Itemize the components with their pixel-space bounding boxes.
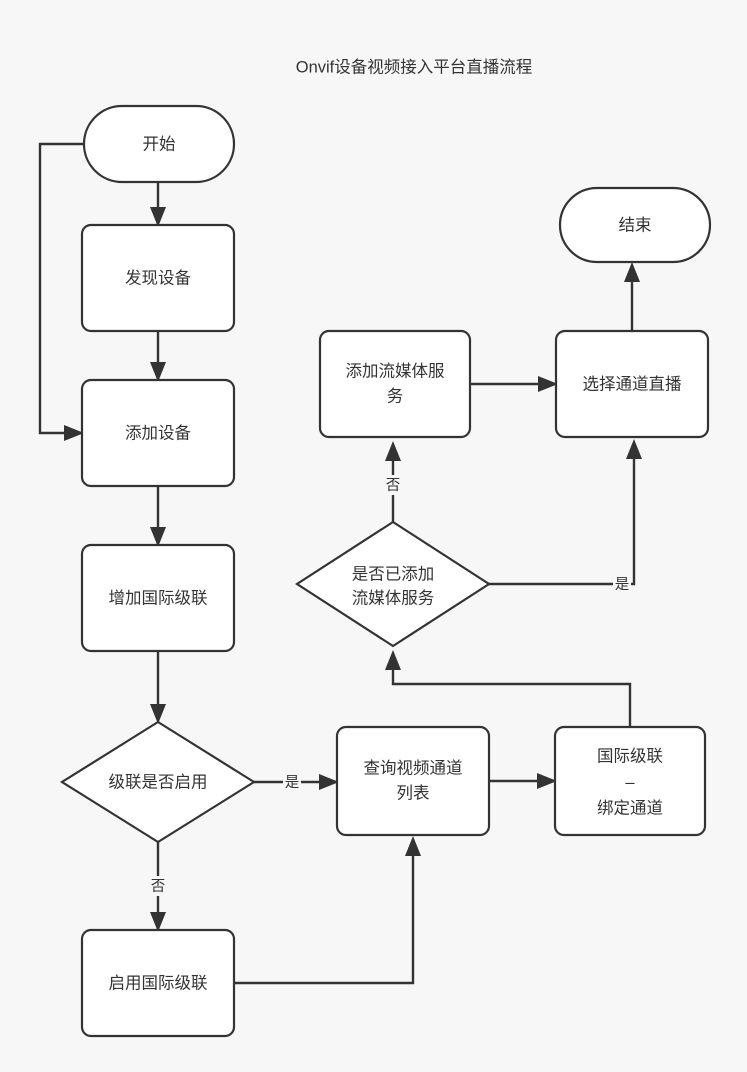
node-add-media-service-label-line2: 务 xyxy=(387,386,404,405)
node-add-cascade[interactable]: 增加国际级联 xyxy=(80,543,236,653)
node-end[interactable]: 结束 xyxy=(558,186,712,264)
arrow-head-icon xyxy=(538,376,558,392)
arrow-head-icon xyxy=(405,836,421,856)
edge-query-to-bind-channel xyxy=(489,773,557,789)
arrow-head-icon xyxy=(150,527,166,547)
node-select-channel-live[interactable]: 选择通道直播 xyxy=(554,329,710,439)
edges-layer: query_channels --> 是 enable_cascade --> … xyxy=(38,142,642,985)
node-enable-cascade-label: 启用国际级联 xyxy=(109,973,208,992)
edge-media-check-no-to-add-media: 否 xyxy=(384,441,402,522)
edge-label-no: 否 xyxy=(151,879,166,895)
arrow-head-icon xyxy=(624,262,640,282)
edge-label-yes: 是 xyxy=(285,775,300,791)
arrow-head-icon xyxy=(319,774,339,790)
node-add-cascade-label: 增加国际级联 xyxy=(109,588,208,607)
node-query-channel-list-label-line2: 列表 xyxy=(397,783,430,802)
edge-select-live-to-end xyxy=(624,262,640,331)
node-query-channel-list-label-line1: 查询视频通道 xyxy=(364,758,463,777)
arrow-head-icon xyxy=(64,425,84,441)
node-start-shape[interactable] xyxy=(82,104,236,184)
edge-start-loop-to-add-device xyxy=(38,142,84,441)
arrow-head-icon xyxy=(537,773,557,789)
edge-label-background xyxy=(149,876,167,896)
edge-cascade-check-no-to-enable: 否 xyxy=(149,842,167,932)
node-enable-cascade-shape[interactable] xyxy=(80,928,236,1038)
node-cascade-enabled-decision[interactable]: 级联是否启用 xyxy=(59,720,257,844)
arrow-head-icon xyxy=(150,704,166,724)
edge-add-cascade-to-cascade-check xyxy=(150,651,166,724)
node-discover-device-shape[interactable] xyxy=(80,223,236,333)
arrow-head-icon xyxy=(385,441,401,461)
node-select-channel-live-shape[interactable] xyxy=(554,329,710,439)
nodes-layer: 开始 发现设备 添加设备 增加国际级联 级联是否启用 xyxy=(59,104,712,1038)
edge-enable-cascade-to-query xyxy=(234,836,421,985)
node-query-channel-list-shape[interactable] xyxy=(335,725,491,837)
edge-media-check-yes-to-select-live: 是 xyxy=(489,439,642,594)
arrow-head-icon xyxy=(150,362,166,382)
edge-bind-channel-to-media-check xyxy=(385,650,632,727)
node-media-service-added-decision-label-line1: 是否已添加 xyxy=(352,564,435,583)
node-discover-device[interactable]: 发现设备 xyxy=(80,223,236,333)
edge-add-media-to-select-live xyxy=(470,376,558,392)
node-query-channel-list[interactable]: 查询视频通道 列表 xyxy=(335,725,491,837)
edge-label-yes: 是 xyxy=(615,577,630,593)
edge-cascade-check-yes-to-query: 是 xyxy=(254,772,339,792)
edge-discover-to-add-device xyxy=(150,331,166,382)
node-add-device-shape[interactable] xyxy=(80,378,236,488)
diagram-title: Onvif设备视频接入平台直播流程 xyxy=(296,57,533,76)
edge-label-background xyxy=(283,772,301,792)
arrow-head-icon xyxy=(150,912,166,932)
node-end-label: 结束 xyxy=(619,215,652,234)
node-media-service-added-decision[interactable]: 是否已添加 流媒体服务 xyxy=(294,520,492,648)
node-bind-channel-label-line1: 国际级联 xyxy=(597,746,663,765)
edge-label-background xyxy=(384,475,402,495)
node-bind-channel[interactable]: 国际级联 – 绑定通道 xyxy=(553,725,707,837)
node-start[interactable]: 开始 xyxy=(82,104,236,184)
node-add-media-service-label-line1: 添加流媒体服 xyxy=(346,361,445,380)
node-add-device-label: 添加设备 xyxy=(125,423,192,442)
node-add-cascade-shape[interactable] xyxy=(80,543,236,653)
node-start-label: 开始 xyxy=(143,134,176,153)
node-bind-channel-label-line3: 绑定通道 xyxy=(597,798,663,817)
arrow-head-icon xyxy=(385,650,401,670)
arrow-head-icon xyxy=(626,439,642,459)
node-media-service-added-decision-label-line2: 流媒体服务 xyxy=(352,588,435,607)
node-cascade-enabled-decision-label: 级联是否启用 xyxy=(109,772,208,791)
edge-start-to-discover xyxy=(150,182,166,227)
node-enable-cascade[interactable]: 启用国际级联 xyxy=(80,928,236,1038)
edge-add-device-to-add-cascade xyxy=(150,486,166,547)
node-select-channel-live-label: 选择通道直播 xyxy=(583,374,683,393)
node-bind-channel-label-line2: – xyxy=(625,773,635,791)
node-discover-device-label: 发现设备 xyxy=(125,268,192,287)
edge-label-no: 否 xyxy=(386,478,401,494)
node-add-media-service[interactable]: 添加流媒体服 务 xyxy=(318,329,472,439)
edge-label-background xyxy=(613,574,631,594)
node-add-media-service-shape[interactable] xyxy=(318,329,472,439)
arrow-head-icon xyxy=(150,207,166,227)
node-add-device[interactable]: 添加设备 xyxy=(80,378,236,488)
node-cascade-enabled-decision-shape[interactable] xyxy=(59,720,257,844)
node-end-shape[interactable] xyxy=(558,186,712,264)
node-media-service-added-decision-shape[interactable] xyxy=(294,520,492,648)
node-bind-channel-shape[interactable] xyxy=(553,725,707,837)
